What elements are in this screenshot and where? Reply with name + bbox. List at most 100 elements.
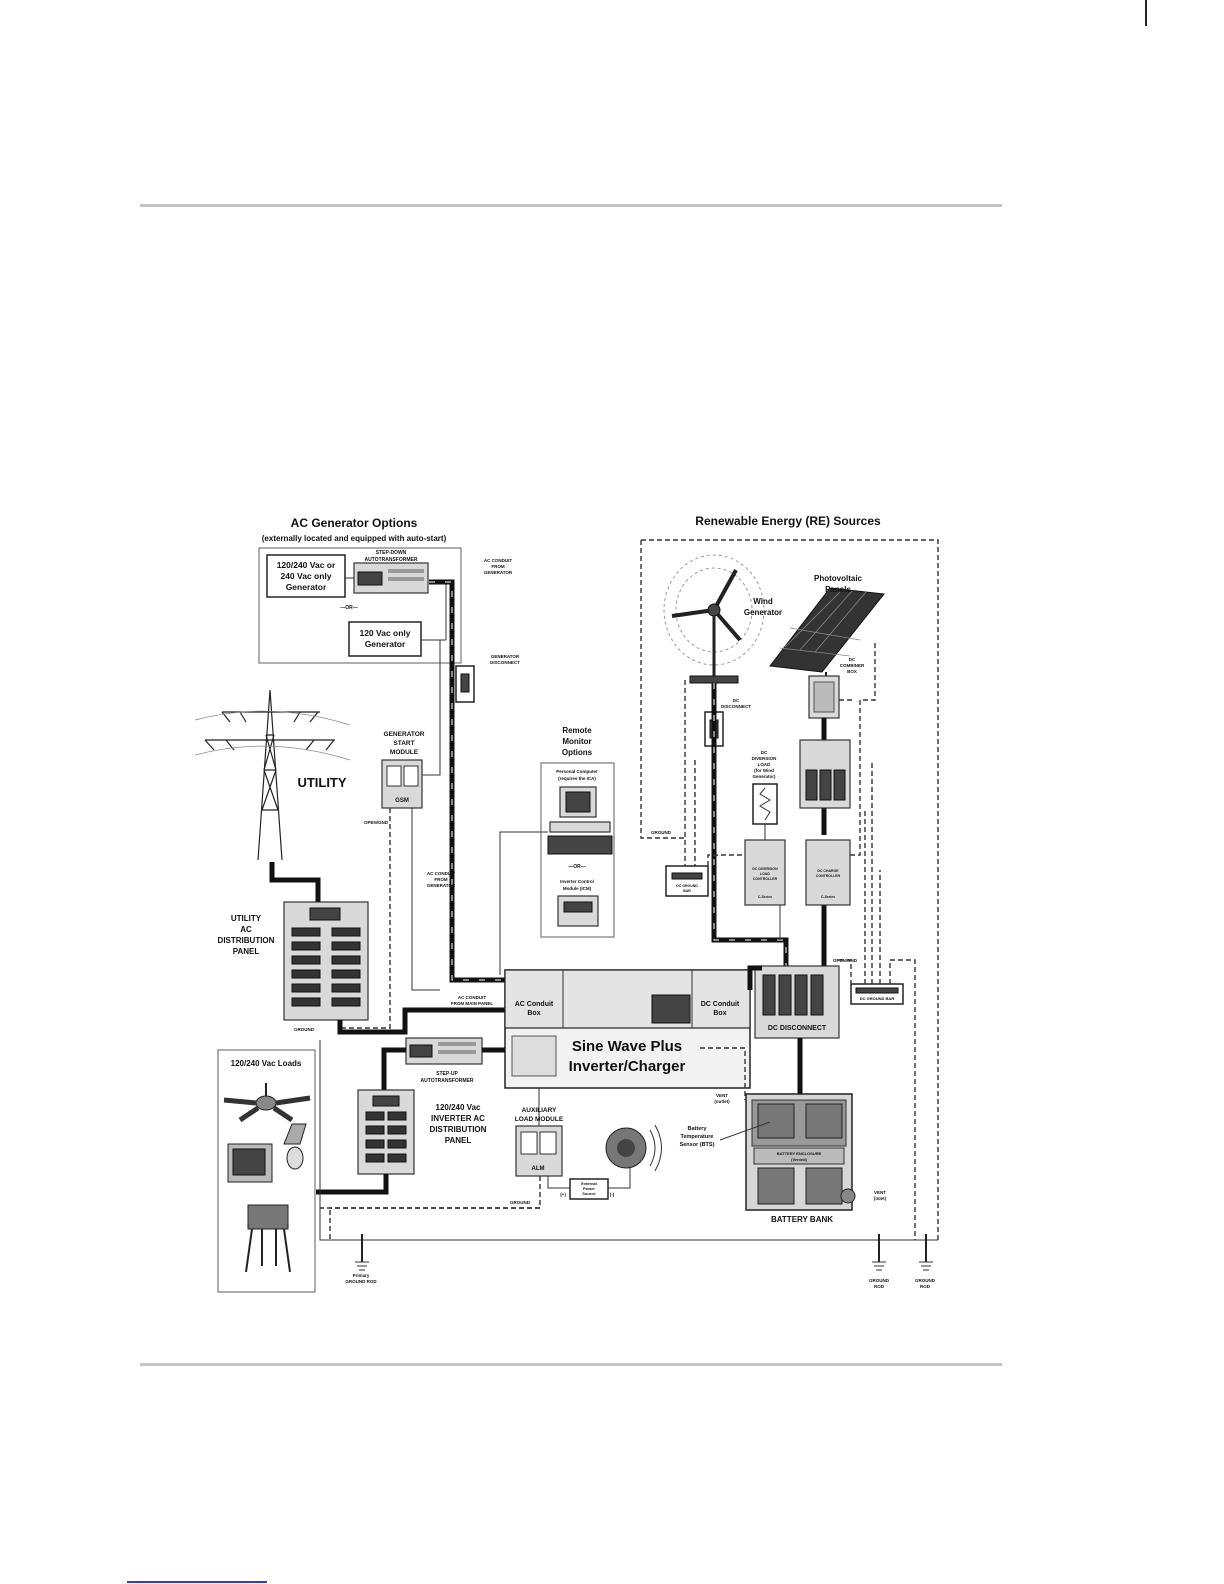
generator-240-box[interactable] [266, 554, 346, 598]
remote-or: —OR— [568, 864, 586, 870]
charge-controller-label-1: DC CHARGE [817, 869, 839, 873]
ext-power-plus: (+) [560, 1192, 566, 1197]
breaker [291, 997, 321, 1007]
television-icon [227, 1143, 273, 1183]
ceiling-fan-icon [223, 1083, 311, 1123]
conduit-main-label-1: AC CONDUIT [458, 995, 486, 1000]
div-controller-label-2: LOAD [760, 872, 770, 876]
diversion-load-label-5: Generator) [752, 774, 776, 779]
inverter-panel-label-2: INVERTER AC [431, 1114, 485, 1123]
wind-label-2: Generator [744, 608, 782, 617]
charge-controller-series: C-Series [821, 895, 835, 899]
page-edge-bar [1145, 0, 1147, 26]
sine-wave-inverter[interactable] [504, 969, 751, 1089]
dc-ground-bar-main[interactable] [850, 983, 904, 1005]
generator-120-label-2: Generator [365, 639, 406, 649]
conduit-mid-label-1: AC CONDUIT [427, 871, 455, 876]
header-rule [140, 204, 1002, 207]
dc-ground-bar-label: DC GROUND BAR [860, 996, 895, 1001]
combiner-label-1: DC [849, 657, 856, 662]
breaker [365, 1111, 385, 1121]
dc-ground-bar-small-label-1: DC GROUND [676, 884, 698, 888]
wind-label-1: Wind [753, 597, 773, 606]
breaker [291, 983, 321, 993]
breaker [365, 1139, 385, 1149]
stepdown-label-1: STEP-DOWN [376, 550, 407, 556]
conduit-top-label-2: FROM [491, 564, 504, 569]
dc-charge-controller[interactable] [805, 839, 851, 906]
primary-ground-label-2: GROUND ROD [345, 1279, 377, 1284]
pv-label-2: Panels [825, 585, 851, 594]
breaker [387, 1139, 407, 1149]
ground-rod-2-icon [919, 1234, 933, 1271]
inverter-panel-label-4: PANEL [445, 1136, 472, 1145]
ext-power-label-3: Source [582, 1191, 596, 1196]
vent-outlet-label-2: (outlet) [714, 1099, 730, 1104]
breaker [331, 927, 361, 937]
breaker [331, 969, 361, 979]
re-ground-border [641, 539, 939, 1240]
pv-panel-icon [769, 587, 885, 678]
icm-label-2: Module (ICM) [563, 886, 592, 891]
dc-ground-bar-small[interactable] [665, 865, 709, 897]
ac-generator-options: AC Generator Options (externally located… [258, 516, 462, 664]
wind-generator-icon [663, 554, 765, 684]
vent-outlet-label-1: VENT [716, 1093, 728, 1098]
bts-label-3: Sensor (BTS) [680, 1142, 715, 1148]
footer-rule [140, 1363, 1002, 1366]
generator-120-box[interactable] [348, 621, 422, 657]
gsm-opengnd-label: OPEN/GND [364, 820, 389, 825]
dc-opengnd-label: OPEN/GND [833, 958, 858, 963]
ac-generator-subtitle: (externally located and equipped with au… [262, 534, 447, 543]
dc-disc-small-label-1: DC [733, 698, 740, 703]
inverter-name-2: Inverter/Charger [569, 1058, 686, 1075]
remote-title-1: Remote [562, 726, 592, 735]
gsm-label-3: MODULE [390, 749, 419, 756]
diversion-load-label-3: LOAD [758, 762, 771, 767]
dc-disc-small-label-2: DISCONNECT [721, 704, 751, 709]
inverter-display [651, 994, 691, 1024]
conduit-mid-label-2: FROM [434, 877, 447, 882]
div-controller-label-3: CONTROLLER [753, 877, 778, 881]
stepdown-vent-1 [388, 569, 424, 573]
ground-rod-2-label-2: ROD [920, 1284, 931, 1289]
ground-rod-1-label-2: ROD [874, 1284, 885, 1289]
primary-ground-label-1: Primary [353, 1273, 370, 1278]
primary-ground-rod-icon [355, 1234, 369, 1271]
inverter-breakers [365, 1111, 407, 1163]
breaker [365, 1125, 385, 1135]
breaker [331, 997, 361, 1007]
breaker [291, 969, 321, 979]
conduit-main-label-2: FROM MAIN PANEL [451, 1001, 493, 1006]
gen-disconnect-label-2: DISCONNECT [490, 660, 520, 665]
gsm-label-1: GENERATOR [384, 731, 425, 738]
inverter-panel-label-1: 120/240 Vac [436, 1103, 481, 1112]
utility-to-inverter-cable [337, 1007, 510, 1035]
ac-conduit-label-1: AC Conduit [515, 1001, 554, 1008]
conduit-top-label-1: AC CONDUIT [484, 558, 512, 563]
battery-bank-label: BATTERY BANK [771, 1215, 833, 1224]
breaker [291, 941, 321, 951]
utility-tower [194, 689, 351, 861]
combiner-label-3: BOX [847, 669, 857, 674]
ac-conduit-label-2: Box [527, 1010, 540, 1017]
alm-ground-label: GROUND [510, 1200, 531, 1205]
gen-disconnect-label-1: GENERATOR [491, 654, 520, 659]
appliance-icon [245, 1204, 291, 1273]
alm-tag: ALM [532, 1166, 545, 1172]
footer-link-underline[interactable] [127, 1581, 267, 1583]
div-controller-label-1: DC DIVERSION [752, 867, 778, 871]
utility-breakers [291, 927, 361, 1007]
breaker [365, 1153, 385, 1163]
dc-diversion-load-controller[interactable] [744, 839, 786, 906]
breaker [387, 1125, 407, 1135]
dc-conduit-label-1: DC Conduit [701, 1001, 740, 1008]
remote-title-2: Monitor [562, 737, 591, 746]
gsm-label-2: START [393, 740, 414, 747]
stepdown-vent-2 [388, 577, 424, 581]
dc-diversion-load[interactable] [752, 783, 778, 825]
external-power-source[interactable] [569, 1178, 609, 1200]
ext-power-label-1: External [581, 1181, 597, 1186]
dc-disconnect-label: DC DISCONNECT [768, 1025, 827, 1032]
